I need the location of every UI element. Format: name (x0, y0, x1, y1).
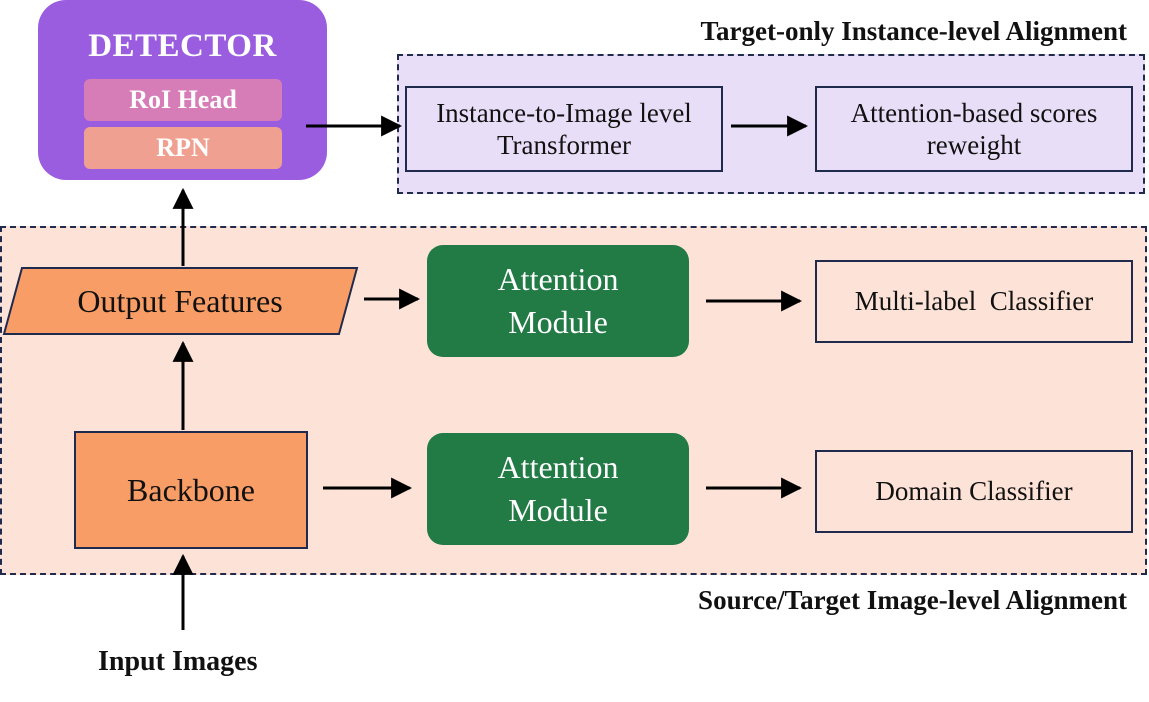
multilabel-classifier-label: Multi-label Classifier (854, 286, 1094, 317)
roi-head-block: RoI Head (84, 79, 282, 121)
output-features-shape (2, 267, 359, 335)
output-features-label: Output Features (77, 282, 283, 319)
image-alignment-title: Source/Target Image-level Alignment (698, 585, 1127, 615)
input-images-label: Input Images (98, 646, 258, 677)
detector-block: DETECTOR RoI Head RPN (38, 0, 327, 180)
backbone-block: Backbone (74, 431, 308, 549)
attention-module-bottom: Attention Module (427, 433, 689, 545)
rpn-block: RPN (84, 127, 282, 169)
multilabel-classifier-box: Multi-label Classifier (815, 260, 1133, 343)
attention-scores-reweight-box: Attention-based scores reweight (815, 86, 1133, 172)
detector-title: DETECTOR (88, 28, 277, 64)
domain-classifier-box: Domain Classifier (815, 450, 1133, 533)
attention-module-top-label: Attention Module (497, 260, 619, 340)
instance-alignment-title: Target-only Instance-level Alignment (700, 16, 1127, 46)
instance-to-image-transformer-box: Instance-to-Image level Transformer (405, 86, 723, 172)
attention-module-bottom-label: Attention Module (497, 448, 619, 528)
attention-module-top: Attention Module (427, 245, 689, 357)
